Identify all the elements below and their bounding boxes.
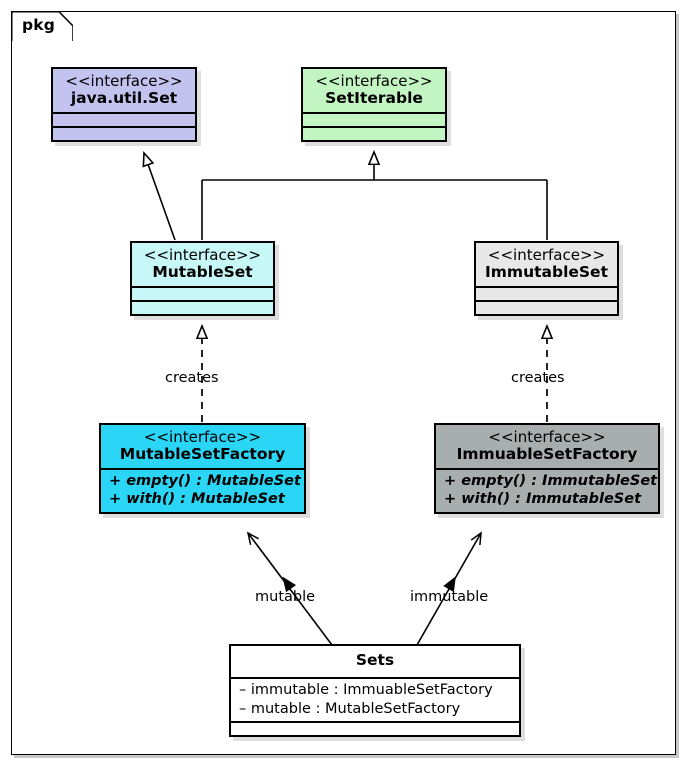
compartment-divider (53, 112, 195, 115)
attributes-compartment (132, 288, 273, 300)
package-tab (11, 11, 73, 41)
compartment-divider (476, 286, 617, 289)
compartment-divider (231, 720, 519, 723)
class-box-immutable-set[interactable]: <<interface>> ImmutableSet (474, 241, 619, 317)
class-name-label: ImmutableSet (485, 262, 608, 281)
class-header-mutable-set-factory: <<interface>> MutableSetFactory (101, 425, 304, 468)
compartment-divider (476, 300, 617, 303)
stereotype-label: <<interface>> (65, 72, 183, 90)
compartment-divider (303, 112, 445, 115)
class-name-label: ImmuableSetFactory (456, 444, 638, 463)
attributes-compartment (53, 114, 195, 126)
operations-compartment (132, 302, 273, 314)
class-name-label: java.util.Set (70, 88, 178, 107)
class-header-java-util-set: <<interface>> java.util.Set (53, 69, 195, 112)
class-name-label: Sets (355, 651, 395, 669)
compartment-divider (132, 286, 273, 289)
class-box-mutable-set-factory[interactable]: <<interface>> MutableSetFactory + empty(… (99, 423, 306, 514)
operations-compartment (231, 723, 519, 735)
operations-compartment (303, 128, 445, 140)
edge-label-creates-mutable: creates (165, 370, 219, 386)
compartment-divider (231, 677, 519, 680)
attribute-item: – mutable : MutableSetFactory (239, 700, 461, 717)
operation-item: + with() : ImmutableSet (444, 491, 642, 508)
class-name-label: MutableSet (152, 262, 253, 281)
class-header-mutable-set: <<interface>> MutableSet (132, 243, 273, 286)
operations-compartment (476, 302, 617, 314)
class-header-immutable-set: <<interface>> ImmutableSet (476, 243, 617, 286)
package-label: pkg (22, 16, 56, 34)
operations-compartment (53, 128, 195, 140)
class-box-set-iterable[interactable]: <<interface>> SetIterable (301, 67, 447, 143)
class-name-label: MutableSetFactory (119, 444, 286, 463)
stereotype-label: <<interface>> (143, 246, 262, 264)
stereotype-label: <<interface>> (315, 72, 433, 90)
edge-label-creates-immutable: creates (511, 370, 565, 386)
attributes-compartment (476, 288, 617, 300)
operation-item: + empty() : ImmutableSet (444, 473, 658, 490)
attributes-compartment (303, 114, 445, 126)
stereotype-label: <<interface>> (488, 428, 606, 446)
class-box-java-util-set[interactable]: <<interface>> java.util.Set (51, 67, 197, 143)
class-header-sets: Sets (231, 646, 519, 677)
edge-label-immutable: immutable (410, 589, 489, 605)
class-header-immuable-set-factory: <<interface>> ImmuableSetFactory (436, 425, 658, 468)
edge-label-mutable: mutable (255, 589, 316, 605)
compartment-divider (101, 468, 304, 471)
attributes-compartment: – immutable : ImmuableSetFactory – mutab… (231, 679, 519, 721)
compartment-divider (436, 468, 658, 471)
stereotype-label: <<interface>> (143, 428, 262, 446)
compartment-divider (303, 126, 445, 129)
class-box-immuable-set-factory[interactable]: <<interface>> ImmuableSetFactory + empty… (434, 423, 660, 514)
class-box-sets[interactable]: Sets – immutable : ImmuableSetFactory – … (229, 644, 521, 737)
class-name-label: SetIterable (325, 88, 423, 107)
compartment-divider (132, 300, 273, 303)
operations-compartment: + empty() : ImmutableSet + with() : Immu… (436, 470, 658, 512)
class-box-mutable-set[interactable]: <<interface>> MutableSet (130, 241, 275, 317)
stereotype-label: <<interface>> (487, 246, 606, 264)
operations-compartment: + empty() : MutableSet + with() : Mutabl… (101, 470, 304, 512)
attribute-item: – immutable : ImmuableSetFactory (239, 682, 493, 699)
operation-item: + with() : MutableSet (109, 491, 285, 508)
compartment-divider (53, 126, 195, 129)
class-header-set-iterable: <<interface>> SetIterable (303, 69, 445, 112)
operation-item: + empty() : MutableSet (109, 473, 301, 490)
